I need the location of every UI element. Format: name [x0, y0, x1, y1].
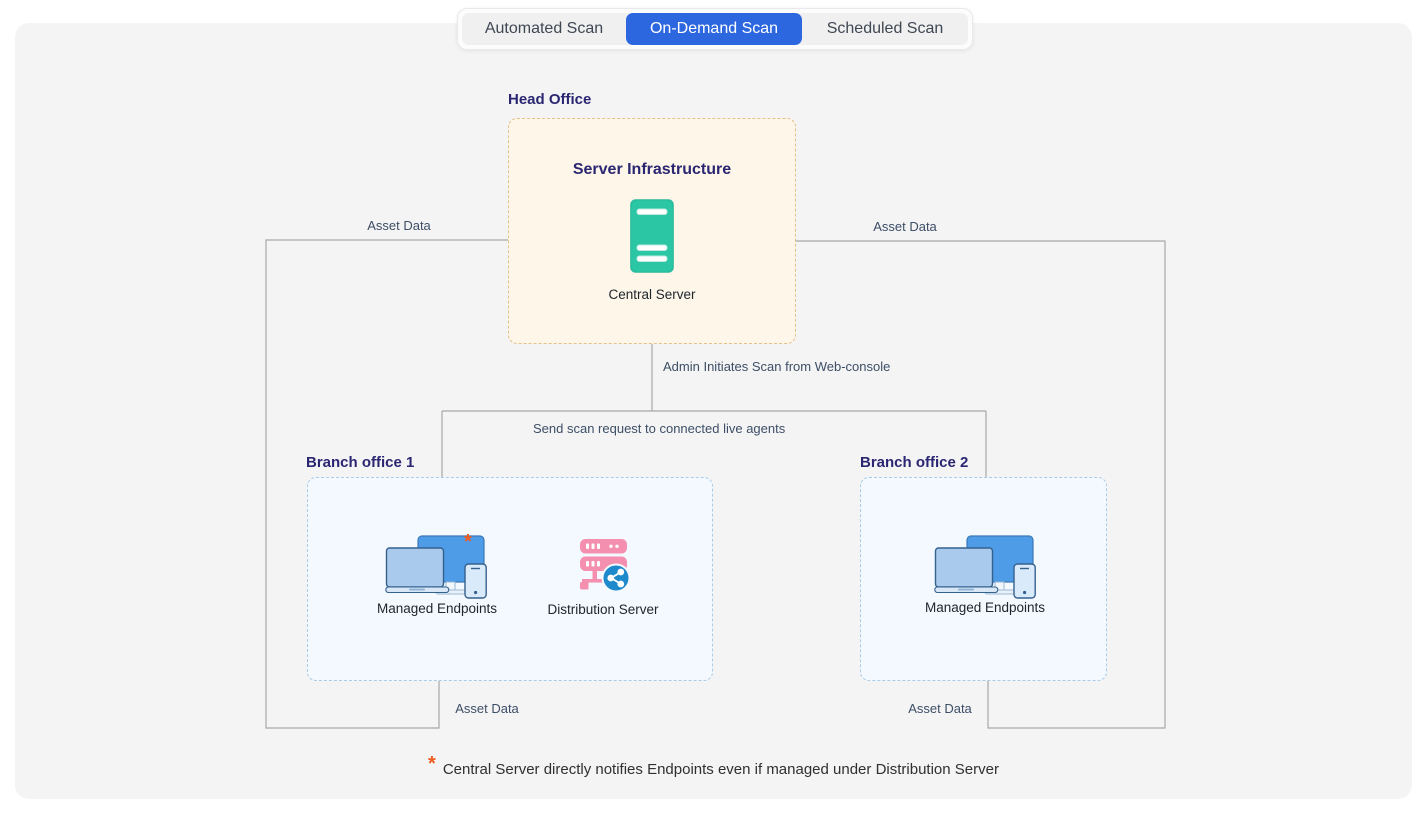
branch-office-1-title: Branch office 1: [306, 454, 415, 471]
send-scan-request-label: Send scan request to connected live agen…: [533, 421, 786, 436]
footnote: * Central Server directly notifies Endpoi…: [15, 753, 1412, 780]
endpoints-asterisk-badge: *: [464, 531, 472, 553]
central-server-label: Central Server: [608, 287, 696, 302]
head-office-title: Head Office: [508, 91, 592, 108]
branch-office-1-box: [307, 477, 713, 681]
footnote-text: Central Server directly notifies Endpoin…: [442, 761, 999, 778]
server-infrastructure-title: Server Infrastructure: [572, 161, 732, 178]
managed-endpoints-label-branch1: Managed Endpoints: [376, 601, 498, 616]
footnote-asterisk: *: [428, 753, 436, 775]
asset-data-label-bottom-right: Asset Data: [908, 701, 972, 716]
scan-mode-tabbar: Automated Scan On-Demand Scan Scheduled …: [457, 8, 973, 50]
tab-on-demand-scan[interactable]: On-Demand Scan: [626, 13, 802, 45]
managed-endpoints-icon-branch2: [934, 535, 1036, 599]
asset-data-label-top-right: Asset Data: [873, 219, 937, 234]
distribution-server-icon: [580, 539, 631, 593]
managed-endpoints-icon-branch1: [385, 535, 487, 599]
branch-office-2-title: Branch office 2: [860, 454, 969, 471]
asset-data-label-top-left: Asset Data: [367, 218, 431, 233]
managed-endpoints-label-branch2: Managed Endpoints: [924, 600, 1046, 615]
tab-scheduled-scan[interactable]: Scheduled Scan: [826, 20, 944, 37]
tab-automated-scan[interactable]: Automated Scan: [484, 20, 604, 37]
distribution-server-label: Distribution Server: [547, 602, 659, 617]
tab-strip: Automated Scan On-Demand Scan Scheduled …: [462, 13, 968, 45]
admin-initiates-scan-label: Admin Initiates Scan from Web-console: [663, 359, 891, 374]
asset-data-label-bottom-left: Asset Data: [455, 701, 519, 716]
central-server-icon: [630, 199, 674, 273]
